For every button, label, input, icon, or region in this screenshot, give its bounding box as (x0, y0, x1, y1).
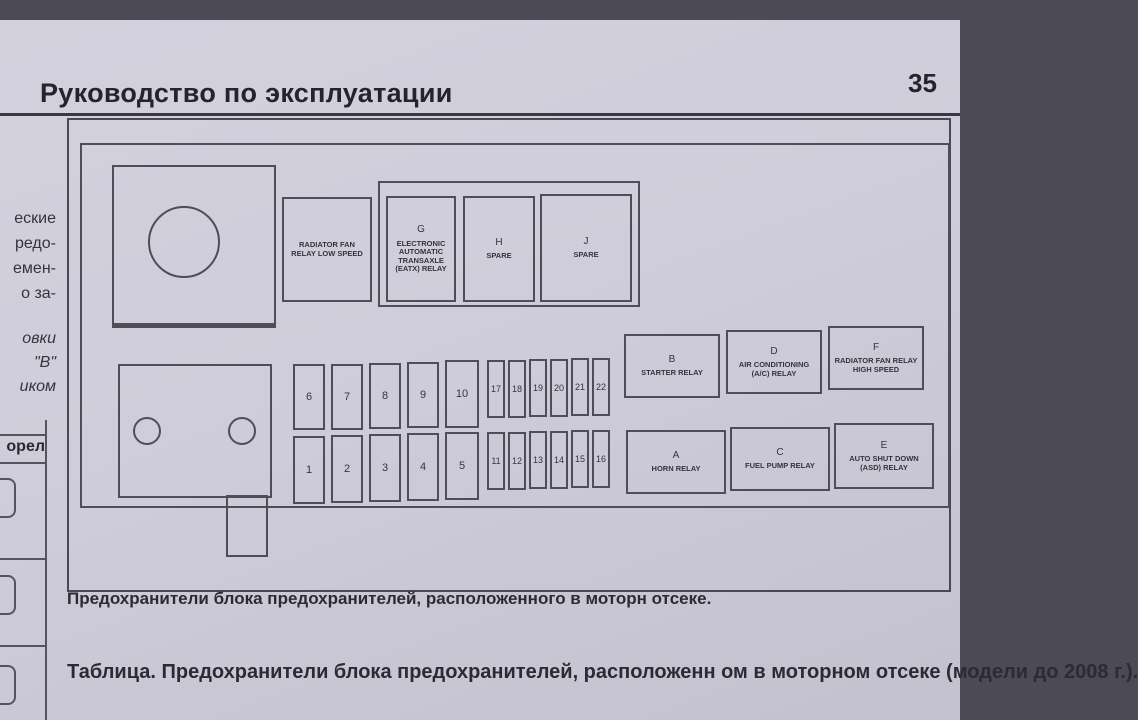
relay-letter: B (668, 353, 676, 365)
relay-label: STARTER RELAY (641, 368, 703, 378)
left-text-fragment: "B" (33, 354, 56, 371)
fuse-icon (0, 575, 16, 615)
fuse-number: 17 (490, 384, 502, 394)
relay-h: H SPARE (463, 196, 535, 302)
relay-label: RADIATOR FAN RELAY HIGH SPEED (834, 356, 918, 374)
relay-letter: E (880, 439, 888, 451)
connector-tab (226, 495, 268, 557)
fuse-11: 11 (487, 432, 505, 490)
fuse-18: 18 (508, 360, 526, 418)
relay-radiator-fan-low: RADIATOR FAN RELAY LOW SPEED (282, 197, 372, 302)
table-rule (0, 434, 45, 436)
fuse-22: 22 (592, 358, 610, 416)
fuse-8: 8 (369, 363, 401, 429)
relay-letter: F (872, 341, 880, 353)
left-text-fragment: редо- (14, 235, 56, 252)
relay-j: J SPARE (540, 194, 632, 302)
relay-letter: C (776, 446, 784, 458)
relay-d: D AIR CONDITIONING (A/C) RELAY (726, 330, 822, 394)
fuse-number: 20 (553, 383, 565, 393)
fuse-number: 13 (532, 455, 544, 465)
fuse-10: 10 (445, 360, 479, 428)
fuse-2: 2 (331, 435, 363, 503)
fuse-21: 21 (571, 358, 589, 416)
relay-c: C FUEL PUMP RELAY (730, 427, 830, 491)
fuse-4: 4 (407, 433, 439, 501)
fuse-12: 12 (508, 432, 526, 490)
left-table-header: орел (6, 438, 45, 455)
figure-frame (67, 118, 951, 592)
left-partial-table: орел (0, 420, 47, 720)
relay-label: RADIATOR FAN RELAY LOW SPEED (291, 239, 363, 258)
relay-label: ELECTRONIC AUTOMATIC TRANSAXLE (EATX) RE… (395, 238, 447, 274)
fuse-9: 9 (407, 362, 439, 428)
relay-label: AUTO SHUT DOWN (ASD) RELAY (849, 454, 919, 472)
left-text-fragment: емен- (13, 260, 56, 277)
left-text-fragment: о за- (21, 285, 56, 302)
table-title: Таблица. Предохранители блока предохрани… (67, 661, 1138, 683)
relay-a: A HORN RELAY (626, 430, 726, 494)
relay-letter: D (770, 345, 778, 357)
left-text-fragment: овки (22, 330, 56, 347)
fuse-3: 3 (369, 434, 401, 502)
fuse-14: 14 (550, 431, 568, 489)
relay-letter: H (495, 236, 503, 248)
fuse-number: 11 (491, 456, 501, 466)
fuse-number: 14 (553, 455, 565, 465)
fuse-20: 20 (550, 359, 568, 417)
divider (112, 324, 276, 328)
bolt-icon (133, 417, 161, 445)
header-rule (0, 113, 960, 116)
relay-letter: A (672, 449, 680, 461)
fuse-5: 5 (445, 432, 479, 500)
relay-e: E AUTO SHUT DOWN (ASD) RELAY (834, 423, 934, 489)
relay-label: SPARE (573, 250, 599, 260)
fuse-number: 15 (574, 454, 586, 464)
fuse-number: 19 (532, 383, 544, 393)
relay-g: G ELECTRONIC AUTOMATIC TRANSAXLE (EATX) … (386, 196, 456, 302)
table-rule (0, 558, 45, 560)
relay-f: F RADIATOR FAN RELAY HIGH SPEED (828, 326, 924, 390)
figure-caption: Предохранители блока предохранителей, ра… (67, 589, 712, 608)
fuse-number: 22 (595, 382, 607, 392)
relay-label: FUEL PUMP RELAY (745, 461, 815, 471)
fuse-icon (0, 665, 16, 705)
lower-left-compartment (118, 364, 272, 498)
fuse-1: 1 (293, 436, 325, 504)
relay-group-outline (378, 181, 640, 307)
fuse-15: 15 (571, 430, 589, 488)
fuse-19: 19 (529, 359, 547, 417)
round-connector-icon (148, 206, 220, 278)
fuse-16: 16 (592, 430, 610, 488)
bolt-icon (228, 417, 256, 445)
left-text-fragment: иком (19, 378, 56, 395)
fuse-number: 21 (574, 382, 586, 392)
left-text-fragment: еские (14, 210, 56, 227)
fuse-13: 13 (529, 431, 547, 489)
fuse-number: 18 (511, 384, 523, 394)
page-header-title: Руководство по эксплуатации (40, 78, 453, 108)
table-rule (0, 645, 45, 647)
page-number: 35 (908, 68, 937, 98)
fuse-17: 17 (487, 360, 505, 418)
fuse-icon (0, 478, 16, 518)
relay-letter: J (583, 235, 589, 247)
fuse-6: 6 (293, 364, 325, 430)
relay-label: SPARE (486, 251, 512, 261)
fuse-7: 7 (331, 364, 363, 430)
relay-label: AIR CONDITIONING (A/C) RELAY (738, 360, 810, 378)
fuse-number: 12 (511, 456, 523, 466)
relay-letter: G (417, 224, 425, 235)
relay-b: B STARTER RELAY (624, 334, 720, 398)
table-rule (0, 462, 45, 464)
manual-page: Руководство по эксплуатации 35 (0, 20, 960, 720)
fuse-number: 16 (595, 454, 607, 464)
fuse-box-outline (80, 143, 950, 508)
relay-label: HORN RELAY (651, 464, 701, 474)
